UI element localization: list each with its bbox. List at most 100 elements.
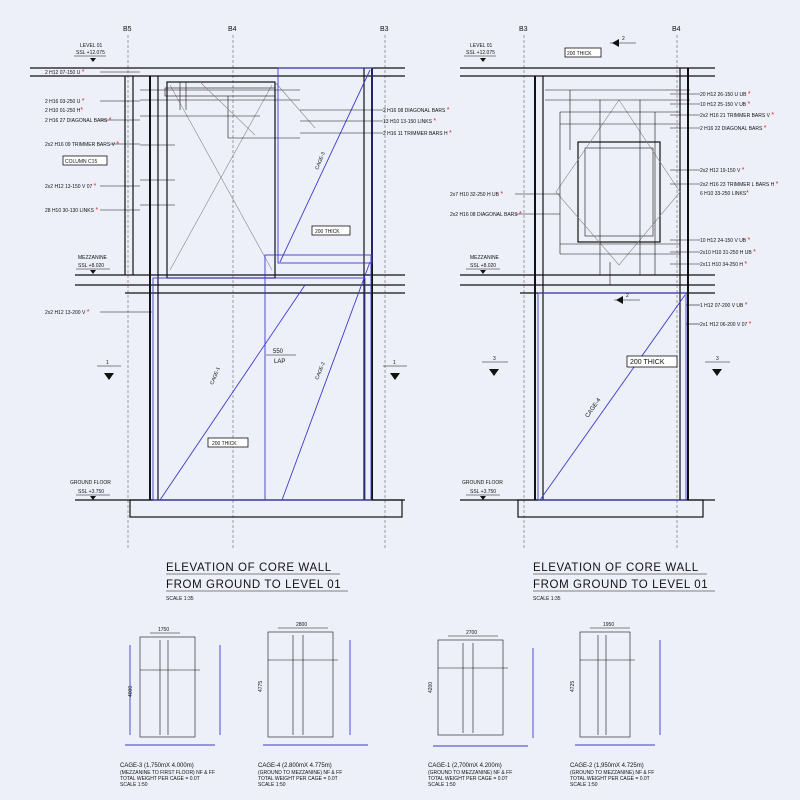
left-notes: 2 H12 07-150 U * 2 H16 03-250 U * 2 H10 …: [45, 69, 152, 316]
svg-text:3: 3: [716, 356, 719, 362]
ground-marker-left: GROUND FLOOR SSL +3.750: [70, 480, 111, 500]
svg-text:4200: 4200: [428, 682, 434, 693]
cage-label-c3: CAGE-3: [314, 151, 327, 171]
svg-text:2 H16 08 DIAGONAL BARS *: 2 H16 08 DIAGONAL BARS *: [383, 107, 450, 114]
svg-text:2x2 H12 13-200 V *: 2x2 H12 13-200 V *: [45, 309, 90, 316]
grid-label-b5: B5: [123, 26, 132, 33]
svg-text:10 H12 25-150 V UB *: 10 H12 25-150 V UB *: [700, 101, 751, 108]
cage-detail-4: 2800 4775 CAGE-4 (2.800mX 4.775m) (GROUN…: [258, 622, 368, 788]
svg-text:13 H10 13-150 LINKS *: 13 H10 13-150 LINKS *: [383, 118, 436, 125]
svg-text:SSL +3.750: SSL +3.750: [470, 489, 496, 495]
section-mark-right-2a: 2: [610, 36, 636, 47]
right-elevation: B3 B4 LEVEL 01 SSL +12.075 MEZZANINE SSL…: [450, 26, 779, 548]
svg-text:10 H12 24-150 V UB *: 10 H12 24-150 V UB *: [700, 237, 751, 244]
svg-text:2700: 2700: [466, 630, 477, 636]
svg-text:CAGE-2 (1,950mX 4.725m): CAGE-2 (1,950mX 4.725m): [570, 763, 644, 769]
svg-text:SSL +8.020: SSL +8.020: [470, 263, 496, 269]
thick-label-right: 200 THICK: [630, 359, 665, 366]
mezzanine-marker-left: MEZZANINE SSL +8.020: [76, 255, 110, 274]
svg-text:LEVEL 01: LEVEL 01: [80, 43, 103, 49]
svg-text:CAGE-3 (1,750mX 4.000m): CAGE-3 (1,750mX 4.000m): [120, 763, 194, 769]
thick-label-top-right: 200 THICK: [567, 51, 592, 57]
svg-text:TOTAL WEIGHT PER CAGE = 0.0T: TOTAL WEIGHT PER CAGE = 0.0T: [428, 776, 508, 782]
svg-text:1950: 1950: [603, 622, 614, 628]
svg-text:(MEZZANINE TO FIRST FLOOR) NF: (MEZZANINE TO FIRST FLOOR) NF & FF: [120, 770, 215, 776]
svg-text:1 H12 07-200 V UB *: 1 H12 07-200 V UB *: [700, 302, 748, 309]
svg-text:ELEVATION OF CORE WALL: ELEVATION OF CORE WALL: [533, 562, 699, 574]
svg-text:CAGE-1 (2,700mX 4.200m): CAGE-1 (2,700mX 4.200m): [428, 763, 502, 769]
lap-label: LAP: [274, 359, 285, 365]
svg-text:2x11 H10 34-250 H *: 2x11 H10 34-250 H *: [700, 261, 747, 268]
svg-text:SCALE 1:50: SCALE 1:50: [120, 782, 148, 788]
right-notes: 20 H12 26-150 U UB * 10 H12 25-150 V UB …: [450, 91, 779, 328]
lap-value: 550: [273, 349, 284, 355]
svg-text:SSL +3.750: SSL +3.750: [78, 489, 104, 495]
svg-text:SCALE 1:50: SCALE 1:50: [258, 782, 286, 788]
svg-text:1: 1: [393, 360, 396, 366]
svg-text:MEZZANINE: MEZZANINE: [470, 255, 500, 261]
section-mark-left-1: 1: [97, 360, 121, 380]
svg-text:SSL +12.075: SSL +12.075: [466, 50, 495, 56]
svg-text:6 H10 33-250 LINKS*: 6 H10 33-250 LINKS*: [700, 190, 749, 197]
svg-text:GROUND FLOOR: GROUND FLOOR: [70, 480, 111, 486]
svg-text:2 H16 11 TRIMMER BARS H *: 2 H16 11 TRIMMER BARS H *: [383, 130, 452, 137]
svg-text:2x2 H12 13-150 V 07 *: 2x2 H12 13-150 V 07 *: [45, 183, 97, 190]
svg-text:4775: 4775: [258, 681, 264, 692]
svg-text:2800: 2800: [296, 622, 307, 628]
svg-text:2x2 H16 09 TRIMMER BARS V *: 2x2 H16 09 TRIMMER BARS V *: [45, 141, 119, 148]
svg-text:4725: 4725: [570, 681, 576, 692]
svg-text:2x2 H12 19-150 V *: 2x2 H12 19-150 V *: [700, 167, 745, 174]
svg-text:2x7 H10 32-250 H UB *: 2x7 H10 32-250 H UB *: [450, 191, 503, 198]
svg-text:SSL +8.020: SSL +8.020: [78, 263, 104, 269]
grid-label-b4: B4: [228, 26, 237, 33]
svg-text:FROM GROUND TO LEVEL 01: FROM GROUND TO LEVEL 01: [166, 579, 341, 591]
svg-text:28 H10 30-130 LINKS *: 28 H10 30-130 LINKS *: [45, 207, 98, 214]
right-grid-lines: B3 B4: [519, 26, 681, 548]
svg-text:SCALE 1:50: SCALE 1:50: [428, 782, 456, 788]
svg-text:2: 2: [622, 36, 625, 42]
column-label: COLUMN C15: [65, 159, 97, 165]
thick-label-lower: 200 THICK: [212, 441, 237, 447]
svg-text:SCALE 1:35: SCALE 1:35: [533, 596, 561, 602]
level01-marker-left: LEVEL 01 SSL +12.075: [74, 43, 106, 62]
svg-text:4000: 4000: [128, 686, 134, 697]
svg-text:SCALE 1:35: SCALE 1:35: [166, 596, 194, 602]
svg-text:2x1 H12 06-200 V 07 *: 2x1 H12 06-200 V 07 *: [700, 321, 752, 328]
elevation-title-right: ELEVATION OF CORE WALL FROM GROUND TO LE…: [533, 562, 715, 602]
svg-text:TOTAL WEIGHT PER CAGE = 0.0T: TOTAL WEIGHT PER CAGE = 0.0T: [258, 776, 338, 782]
svg-text:2 H16 03-250 U *: 2 H16 03-250 U *: [45, 98, 85, 105]
svg-text:FROM GROUND TO LEVEL 01: FROM GROUND TO LEVEL 01: [533, 579, 708, 591]
level01-marker-right: LEVEL 01 SSL +12.075: [464, 43, 496, 62]
cage-detail-1: 2700 4200 CAGE-1 (2,700mX 4.200m) (GROUN…: [428, 630, 534, 788]
section-mark-left-2: 1: [383, 360, 407, 380]
svg-text:SCALE 1:50: SCALE 1:50: [570, 782, 598, 788]
svg-text:1: 1: [106, 360, 109, 366]
mid-notes: 2 H16 08 DIAGONAL BARS * 13 H10 13-150 L…: [300, 107, 452, 137]
elevation-title-left: ELEVATION OF CORE WALL FROM GROUND TO LE…: [166, 562, 348, 602]
cage-detail-3: 1750 4000 CAGE-3 (1,750mX 4.000m) (MEZZA…: [120, 627, 221, 788]
svg-text:(GROUND TO MEZZANINE) NF & FF: (GROUND TO MEZZANINE) NF & FF: [570, 770, 654, 776]
svg-text:ELEVATION OF CORE WALL: ELEVATION OF CORE WALL: [166, 562, 332, 574]
svg-text:2 H12 07-150 U *: 2 H12 07-150 U *: [45, 69, 85, 76]
svg-text:LEVEL 01: LEVEL 01: [470, 43, 493, 49]
right-rebars: [545, 89, 690, 285]
grid-label-b3: B3: [380, 26, 389, 33]
svg-text:2x2 H16 21 TRIMMER BARS V *: 2x2 H16 21 TRIMMER BARS V *: [700, 112, 774, 119]
left-elevation: B5 B4 B3 LEVEL 01 SSL +12.075 MEZZANINE …: [30, 26, 452, 548]
cage-label-c2: CAGE-2: [314, 361, 327, 381]
section-mark-right-2b: 2: [614, 293, 640, 304]
svg-text:CAGE-4 (2.800mX 4.775m): CAGE-4 (2.800mX 4.775m): [258, 763, 332, 769]
cage-detail-2: 1950 4725 CAGE-2 (1,950mX 4.725m) (GROUN…: [570, 622, 661, 788]
cage-label-c1: CAGE-1: [209, 366, 222, 386]
right-cage: CAGE-4: [537, 292, 687, 501]
svg-text:20 H12 26-150 U UB *: 20 H12 26-150 U UB *: [700, 91, 751, 98]
left-rebars: [140, 81, 316, 206]
svg-text:TOTAL WEIGHT PER CAGE = 0.0T: TOTAL WEIGHT PER CAGE = 0.0T: [570, 776, 650, 782]
svg-text:2x2 H16 08 DIAGONAL BARS *: 2x2 H16 08 DIAGONAL BARS *: [450, 211, 522, 218]
svg-text:SSL +12.075: SSL +12.075: [76, 50, 105, 56]
section-mark-right-3b: 3: [705, 356, 730, 376]
mezzanine-marker-right: MEZZANINE SSL +8.020: [466, 255, 500, 274]
svg-text:2 H10 01-250 H*: 2 H10 01-250 H*: [45, 107, 83, 114]
svg-text:MEZZANINE: MEZZANINE: [78, 255, 108, 261]
